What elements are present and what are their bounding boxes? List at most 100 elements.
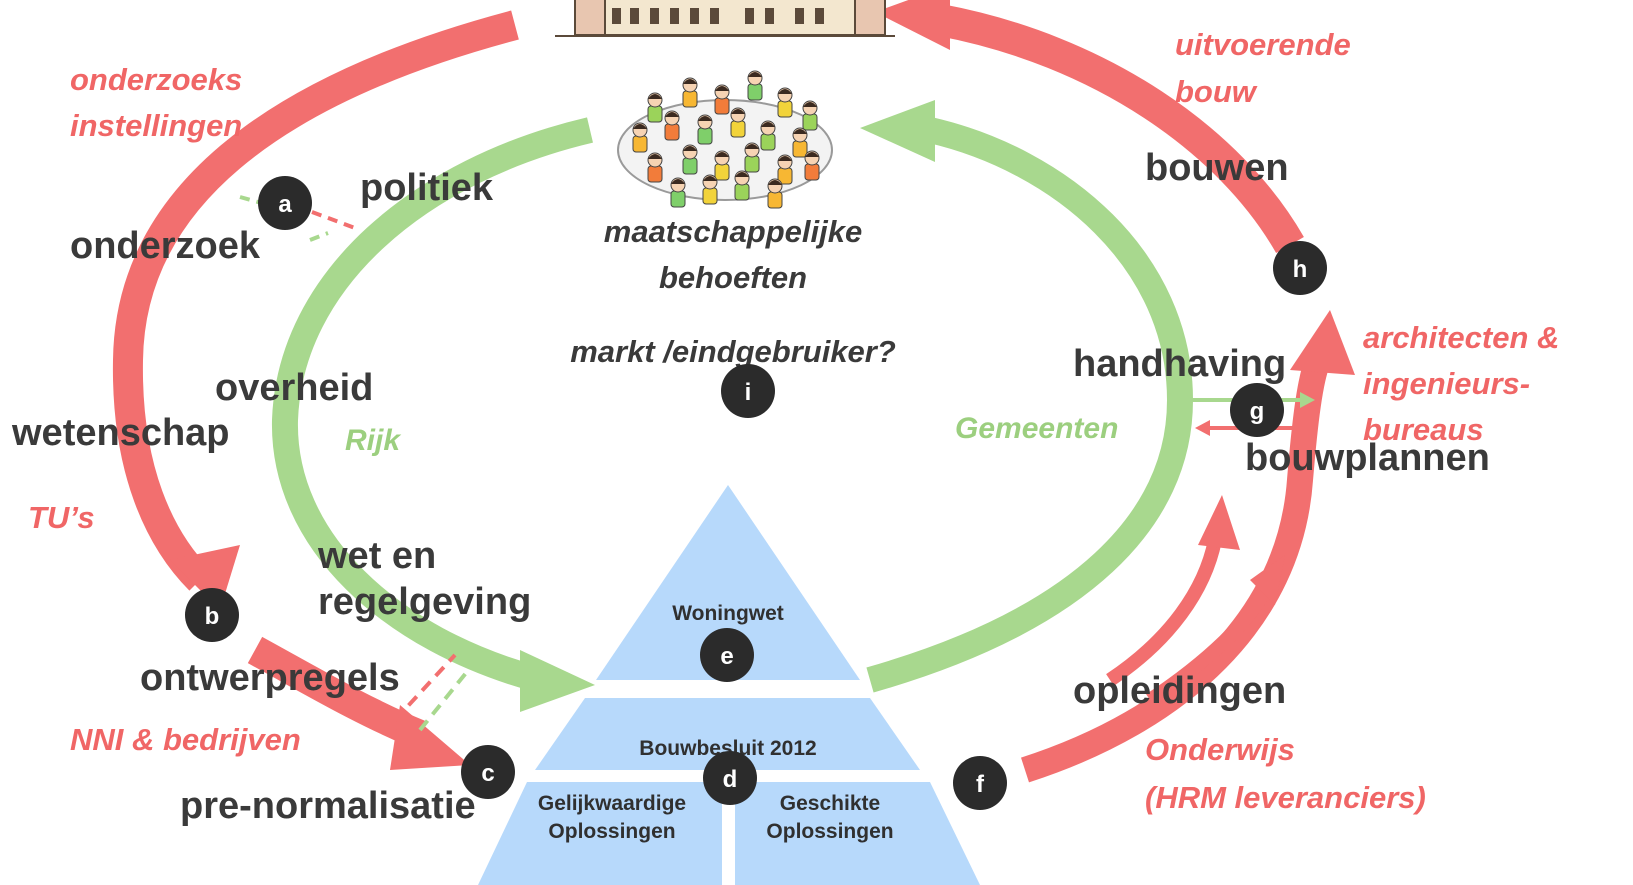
person-icon	[744, 142, 760, 173]
label-wet-en: wet en	[317, 535, 436, 577]
person-icon	[777, 87, 793, 118]
label-overheid: overheid	[215, 367, 373, 409]
label-wetenschap: wetenschap	[11, 412, 230, 454]
actor-hrm: (HRM leveranciers)	[1145, 780, 1426, 815]
actor-bouw: bouw	[1175, 74, 1258, 109]
badge-a: a	[258, 176, 312, 230]
pyramid-geschikte-label-2: Oplossingen	[766, 820, 893, 843]
dashed-link-c-red	[393, 653, 457, 722]
actor-tus: TU’s	[28, 500, 95, 535]
svg-text:h: h	[1293, 256, 1308, 283]
badge-f: f	[953, 756, 1007, 810]
actor-nni: NNI & bedrijven	[70, 722, 301, 757]
actor-onderzoeks: onderzoeks	[70, 62, 242, 97]
label-onderzoek: onderzoek	[70, 225, 261, 267]
badge-i: i	[721, 364, 775, 418]
badge-b: b	[185, 588, 239, 642]
person-icon	[714, 150, 730, 181]
actor-instellingen: instellingen	[70, 108, 242, 143]
red-arrow-f-to-g-lower	[1146, 586, 1272, 706]
red-arrow-top-right-arc	[937, 4, 1304, 253]
people-crowd-icon	[617, 70, 833, 209]
actor-ingenieurs: ingenieurs-	[1363, 366, 1530, 401]
person-icon	[647, 92, 663, 123]
pyramid-gelijkwaardige-label: Gelijkwaardige	[538, 792, 686, 815]
badge-h: h	[1273, 241, 1327, 295]
actor-gemeenten: Gemeenten	[955, 412, 1118, 445]
person-icon	[730, 107, 746, 138]
pyramid-bottom-right	[735, 782, 980, 885]
person-icon	[697, 114, 713, 145]
label-ontwerpregels: ontwerpregels	[140, 657, 400, 699]
svg-text:b: b	[205, 603, 220, 630]
red-arrowhead-upper	[1198, 495, 1240, 550]
red-arrow-f-to-g-upper	[1106, 538, 1222, 686]
label-pre-normalisatie: pre-normalisatie	[180, 785, 476, 827]
svg-text:c: c	[481, 760, 494, 787]
label-politiek: politiek	[360, 167, 494, 209]
pyramid-top-woningwet	[596, 485, 860, 680]
svg-text:e: e	[720, 643, 733, 670]
label-opleidingen: opleidingen	[1073, 670, 1286, 712]
actor-rijk: Rijk	[345, 424, 401, 457]
actor-bureaus: bureaus	[1363, 412, 1484, 447]
badge-c: c	[461, 745, 515, 799]
buildings-illustration-icon	[555, 0, 895, 37]
g-arrowhead-green	[1300, 392, 1315, 408]
red-arrowhead-top	[875, 0, 950, 50]
badge-g: g	[1230, 383, 1284, 437]
pyramid-middle-bouwbesluit	[535, 698, 920, 770]
pyramid-bouwbesluit-label: Bouwbesluit 2012	[639, 737, 816, 760]
actor-uitvoerende: uitvoerende	[1175, 27, 1351, 62]
svg-text:d: d	[723, 766, 738, 793]
person-icon	[747, 70, 763, 101]
svg-text:i: i	[745, 379, 752, 406]
person-icon	[702, 174, 718, 205]
person-icon	[802, 100, 818, 131]
red-arrowhead-h	[1290, 310, 1355, 375]
label-bouwplannen: bouwplannen	[1245, 437, 1490, 479]
label-bouwen: bouwen	[1145, 147, 1289, 189]
green-arrow-left-arc	[271, 117, 593, 693]
badge-e: e	[700, 628, 754, 682]
label-handhaving: handhaving	[1073, 343, 1286, 385]
person-icon	[647, 152, 663, 183]
person-icon	[760, 120, 776, 151]
person-icon	[670, 177, 686, 208]
red-arrowhead-c	[390, 705, 470, 770]
person-icon	[632, 122, 648, 153]
person-icon	[734, 170, 750, 201]
center-maatschappelijke: maatschappelijke	[604, 214, 862, 249]
center-behoeften: behoeften	[659, 260, 807, 295]
pyramid-bottom-left	[478, 782, 722, 885]
dashed-link-a-green-2	[309, 231, 329, 242]
center-markt: markt /eindgebruiker?	[570, 334, 896, 369]
red-arrow-left-arc	[112, 10, 519, 591]
pyramid-geschikte-label: Geschikte	[780, 792, 880, 815]
person-icon	[767, 178, 783, 209]
pyramid-gelijkwaardige-label-2: Oplossingen	[548, 820, 675, 843]
badge-d: d	[703, 751, 757, 805]
red-arrowhead-lower	[1250, 555, 1285, 605]
actor-architecten: architecten &	[1363, 320, 1559, 355]
dashed-link-a-red	[311, 210, 356, 230]
green-arrowhead-left	[520, 650, 595, 712]
green-arrowhead-right	[860, 100, 935, 162]
person-icon	[664, 110, 680, 141]
svg-text:g: g	[1250, 398, 1265, 425]
svg-text:f: f	[976, 771, 985, 798]
g-arrowhead-red	[1195, 420, 1210, 436]
person-icon	[682, 144, 698, 175]
person-icon	[714, 84, 730, 115]
svg-text:a: a	[278, 191, 292, 218]
dashed-link-c-green	[418, 666, 472, 732]
actor-onderwijs: Onderwijs	[1145, 732, 1295, 767]
person-icon	[804, 150, 820, 181]
label-regelgeving: regelgeving	[318, 581, 531, 623]
green-arrow-right-arc	[866, 117, 1194, 693]
person-icon	[792, 127, 808, 158]
pyramid-woningwet-label: Woningwet	[672, 602, 784, 625]
person-icon	[777, 154, 793, 185]
person-icon	[682, 77, 698, 108]
